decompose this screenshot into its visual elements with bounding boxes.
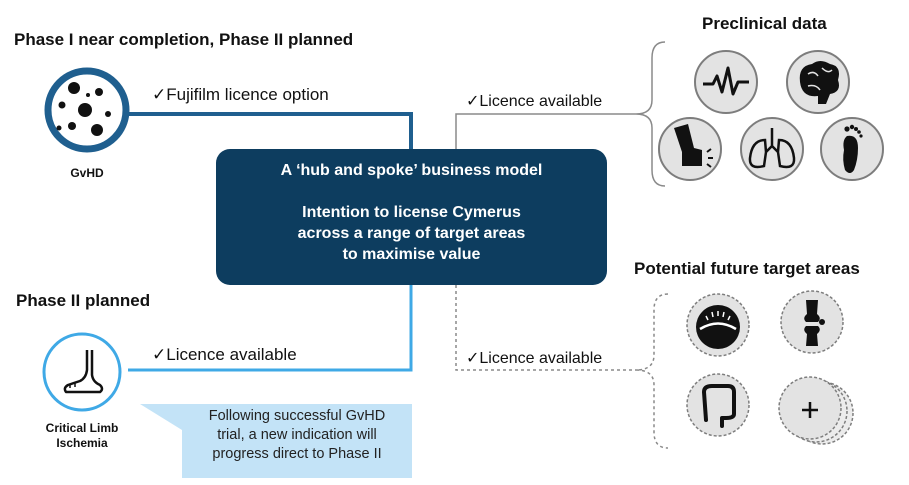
gvhd-connector [128,112,413,149]
callout-box [182,404,412,478]
hub-line1: Intention to license Cymerus [302,204,521,221]
hub-line2: across a range of target areas [297,225,526,242]
gvhd-label: GvHD [70,166,104,180]
callout-pointer [140,404,182,430]
callout-text: Following successful GvHD trial, a new i… [182,407,412,464]
cli-label-line2: Ischemia [56,436,108,450]
gvhd-licence-label: ✓Fujifilm licence option [152,85,329,104]
future-licence-label: ✓Licence available [466,350,603,367]
cli-label: Critical Limb Ischemia [30,421,134,451]
knee-joint-icon [780,290,844,354]
future-connector [455,285,636,371]
callout-line3: progress direct to Phase II [212,446,382,462]
future-bracket [635,293,669,449]
callout: Following successful GvHD trial, a new i… [162,404,412,478]
heartbeat-icon [694,50,758,114]
inhaler-icon [658,117,722,181]
preclinical-bracket [635,41,666,187]
cli-connector [128,285,413,372]
cli-heading: Phase II planned [16,291,151,310]
callout-line2: trial, a new indication will [217,427,377,443]
skin-icon [686,293,750,357]
hub-line3: to maximise value [342,246,481,263]
brain-icon [786,50,850,114]
preclinical-licence-label: ✓Licence available [466,93,603,110]
cli-foot-icon [42,332,122,412]
preclinical-connector [455,113,636,149]
gvhd-cells-icon [44,67,130,153]
intestine-icon [686,373,750,437]
preclinical-heading: Preclinical data [702,14,827,33]
cli-label-line1: Critical Limb [45,421,119,435]
lungs-icon [740,117,804,181]
cli-licence-label: ✓Licence available [152,345,297,364]
foot-icon [820,117,884,181]
callout-line1: Following successful GvHD [208,408,386,424]
plus-icon [778,376,854,445]
gvhd-heading: Phase I near completion, Phase II planne… [14,30,354,49]
hub-title: A ‘hub and spoke’ business model [280,162,543,179]
hub-box: A ‘hub and spoke’ business model Intenti… [216,149,607,285]
future-heading: Potential future target areas [634,259,860,278]
